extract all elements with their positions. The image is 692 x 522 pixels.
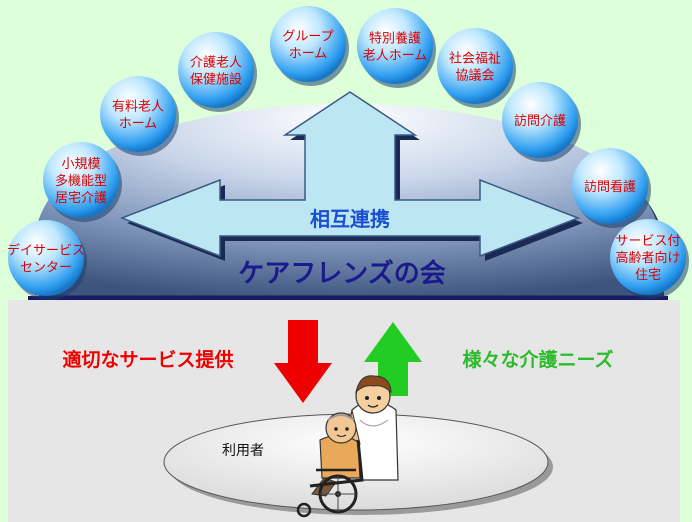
service-provision-arrow (274, 320, 332, 403)
facility-label-line: 老人ホーム (363, 49, 428, 64)
facility-label-line: 保健施設 (190, 72, 242, 88)
facility-label-line: 訪問看護 (584, 179, 636, 195)
cooperation-label: 相互連携 (310, 207, 390, 231)
caregiver-wheelchair-illustration (296, 375, 399, 518)
facility-label-line: 小規模 (61, 157, 100, 172)
facility-circle: 訪問看護 (572, 148, 651, 228)
organization-name: ケアフレンズの会 (238, 258, 445, 289)
facility-label-line: グループ (282, 30, 333, 45)
facility-label-line: 特別養護 (369, 31, 421, 47)
service-provision-label: 適切なサービス提供 (62, 348, 233, 371)
facility-label-line: ホーム (119, 117, 158, 132)
facility-circle-shape (572, 148, 648, 224)
facility-circles: デイサービスセンター小規模多機能型居宅介護有料老人ホーム介護老人保健施設グループ… (7, 6, 689, 300)
facility-label-line: 居宅介護 (55, 190, 107, 206)
facility-label-line: 有料老人 (112, 100, 164, 115)
facility-label-line: サービス付 (615, 234, 680, 249)
facility-label-line: センター (20, 261, 72, 276)
facility-circle-shape (610, 219, 686, 295)
care-needs-label: 様々な介護ニーズ (462, 348, 613, 371)
facility-circle-shape (437, 28, 513, 104)
facility-circle-shape (8, 220, 84, 296)
facility-circle-shape (357, 8, 433, 84)
facility-label-line: 協議会 (455, 69, 494, 84)
facility-circle-shape (100, 76, 176, 152)
facility-label-line: デイサービス (7, 243, 85, 259)
facility-label-line: 住宅 (635, 268, 661, 283)
facility-label-line: 訪問介護 (514, 113, 566, 129)
facility-label-line: ホーム (289, 47, 328, 62)
user-label: 利用者 (222, 443, 264, 459)
facility-circle-shape (502, 82, 578, 158)
facility-label-line: 多機能型 (55, 173, 107, 189)
facility-circle-shape (270, 6, 346, 82)
facility-label-line: 介護老人 (190, 55, 242, 71)
cooperation-arrow (119, 91, 583, 261)
facility-label-line: 高齢者向け (615, 250, 680, 266)
facility-circle-shape (178, 32, 254, 108)
facility-label-line: 社会福祉 (449, 51, 501, 67)
facility-circle-shape (43, 142, 119, 218)
facility-circle: 訪問介護 (502, 82, 581, 162)
